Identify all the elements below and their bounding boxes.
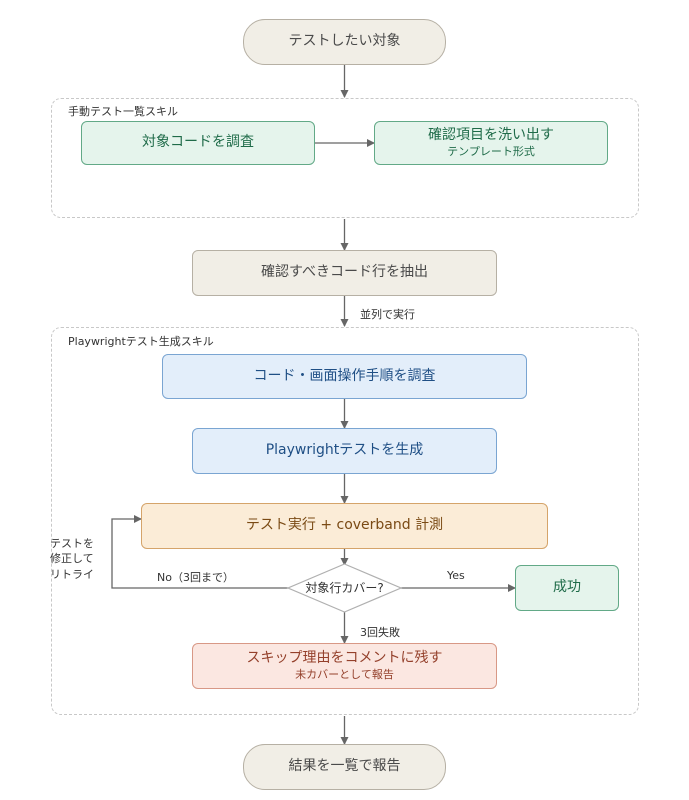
investigate-code-label: 対象コードを調査 — [142, 134, 254, 151]
extract-lines-node: 確認すべきコード行を抽出 — [192, 250, 497, 296]
end-node-label: 結果を一覧で報告 — [288, 758, 401, 775]
generate-test-label: Playwrightテストを生成 — [265, 442, 424, 459]
retry-label-line-3: リトライ — [50, 567, 94, 581]
success-label: 成功 — [553, 579, 581, 596]
group-label-playwright: Playwrightテスト生成スキル — [68, 335, 214, 348]
yes-label: Yes — [447, 569, 465, 582]
decision-diamond — [286, 563, 403, 613]
extract-items-sublabel: テンプレート形式 — [447, 144, 535, 158]
start-node-label: テストしたい対象 — [288, 33, 401, 50]
group-manual-test-skill — [51, 98, 639, 218]
generate-test-node: Playwrightテストを生成 — [192, 428, 497, 474]
retry-label-line-2: 修正して — [50, 552, 94, 566]
start-node: テストしたい対象 — [243, 19, 446, 65]
end-node: 結果を一覧で報告 — [243, 744, 446, 790]
extract-items-node: 確認項目を洗い出す テンプレート形式 — [374, 121, 608, 165]
edge-decision-no-retry — [111, 515, 288, 589]
extract-items-label: 確認項目を洗い出す — [428, 127, 554, 144]
run-test-node: テスト実行 + coverband 計測 — [141, 503, 548, 549]
skip-node: スキップ理由をコメントに残す 未カバーとして報告 — [192, 643, 497, 689]
parallel-label: 並列で実行 — [360, 308, 415, 321]
group-playwright-skill — [51, 327, 639, 715]
skip-sublabel: 未カバーとして報告 — [295, 667, 394, 681]
group-label-manual: 手動テスト一覧スキル — [68, 105, 178, 118]
investigate-ui-node: コード・画面操作手順を調査 — [162, 354, 527, 399]
fail-label: 3回失敗 — [360, 626, 400, 639]
decision-node: 対象行カバー? — [288, 576, 401, 600]
retry-label: テストを 修正して リトライ — [50, 536, 94, 582]
skip-label: スキップ理由をコメントに残す — [246, 650, 443, 667]
extract-lines-label: 確認すべきコード行を抽出 — [260, 264, 429, 281]
success-node: 成功 — [515, 565, 619, 611]
run-test-label: テスト実行 + coverband 計測 — [245, 517, 444, 534]
no-label: No（3回まで） — [157, 571, 234, 584]
retry-label-line-1: テストを — [50, 537, 94, 550]
investigate-ui-label: コード・画面操作手順を調査 — [253, 367, 436, 384]
investigate-code-node: 対象コードを調査 — [81, 121, 315, 165]
decision-label: 対象行カバー? — [305, 580, 384, 595]
